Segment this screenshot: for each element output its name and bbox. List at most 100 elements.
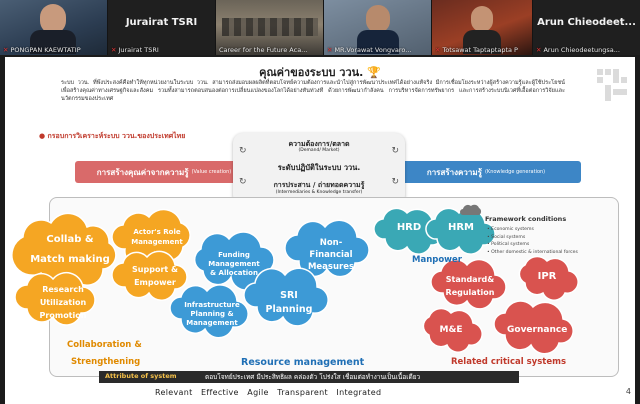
muted-mic-icon: ✕ [111, 46, 117, 54]
measures-label: Measures [307, 262, 355, 272]
manpower-label: Manpower [412, 255, 462, 265]
non-financial-cloud [284, 219, 370, 278]
resource-management-label: Resource management [241, 357, 365, 368]
financial-label: Financial [309, 250, 353, 260]
participant-tile[interactable]: Career for the Future Aca... [216, 0, 323, 55]
slide-title: คุณค่าของระบบ ววน. [259, 66, 364, 79]
framework-conditions: Framework conditions Economic systems So… [471, 215, 587, 256]
knowledge-generation-pill: การสร้างความรู้(Knowledge generation) [391, 161, 581, 183]
audience-image [222, 18, 318, 36]
actor-role-label: Actor's Role [133, 228, 181, 236]
muted-mic-icon: ✕ [327, 46, 333, 54]
participant-face [471, 6, 493, 32]
participant-tile[interactable]: Jurairat TSRI ✕Jurairat TSRI [108, 0, 215, 55]
research-utilization-cloud [14, 271, 96, 326]
system-values: Relevant Effective Agile Transparent Int… [155, 388, 382, 397]
ipr-cloud [518, 255, 579, 301]
empower-label: Empower [134, 278, 176, 287]
support-empower-cloud [111, 250, 188, 301]
list-item: Political systems [487, 241, 587, 249]
participant-tile[interactable]: ✕PONGPAN KAEWTATIP [0, 0, 107, 55]
participant-name: Jurairat TSRI [118, 46, 159, 54]
muted-mic-icon: ✕ [435, 46, 441, 54]
framework-title: Framework conditions [485, 215, 567, 223]
participant-face [366, 5, 390, 33]
infra-management-label: Management [186, 319, 238, 327]
trophy-icon: 🏆 [367, 66, 381, 79]
participant-tile[interactable]: ✕MR.Vorawat Vongvaro... [324, 0, 431, 55]
cloud-diagram [11, 204, 579, 355]
me-cloud [422, 307, 483, 353]
slide-intro-text: ระบบ ววน. ที่พึงประสงค์คือทำให้ทุกหน่วยง… [61, 80, 565, 102]
participant-name: Career for the Future Aca... [219, 46, 308, 54]
participant-tile-label: Jurairat TSRI [125, 17, 198, 28]
participant-tile-label: Arun Chieodeet... [537, 17, 636, 28]
cycle-icon: ↻ [391, 146, 399, 156]
strengthening-label: Strengthening [71, 357, 141, 367]
governance-cloud [493, 300, 574, 355]
participant-body [357, 30, 399, 54]
shared-slide: คุณค่าของระบบ ววน. 🏆 ระบบ ววน. ที่พึงประ… [5, 57, 635, 404]
non-label: Non- [319, 238, 343, 248]
support-label: Support & [132, 265, 178, 274]
standard-label: Standard& [445, 275, 495, 284]
research-label: Research [42, 285, 84, 294]
participant-body [463, 30, 501, 54]
standard-regulation-cloud [430, 258, 507, 310]
collaboration-label: Collaboration & [67, 340, 142, 350]
cloud-icon [460, 204, 482, 215]
value-creation-pill: การสร้างคุณค่าจากความรู้(Value creation) [75, 161, 253, 183]
cycle-icon: ↻ [391, 177, 399, 187]
participant-tile[interactable]: ✕Totsawat Taptaptapta P [432, 0, 532, 55]
participant-tile[interactable]: Arun Chieodeet... ✕Arun Chieodeetungsa..… [533, 0, 640, 55]
actor-role-cloud [111, 208, 191, 267]
framework-subtitle: กรอบการวิเคราะห์ระบบ ววน.ของประเทศไทย [47, 132, 186, 140]
attribute-label: Attribute of system [105, 372, 177, 380]
page-number: 4 [625, 387, 631, 396]
match-making-label: Match making [30, 254, 110, 265]
governance-label: Governance [507, 325, 568, 335]
list-item: Social systems [487, 234, 587, 242]
collab-label: Collab & [46, 234, 94, 245]
related-systems-label: Related critical systems [451, 357, 567, 367]
me-label: M&E [439, 325, 463, 335]
management-label: Management [131, 238, 183, 246]
demand-market-en: (Demand/ Market) [298, 148, 340, 153]
center-box: ↻ ↻ ↻ ↻ ความต้องการ/ตลาด (Demand/ Market… [233, 133, 405, 205]
bullet-icon: ● [39, 132, 46, 140]
attribute-bar: Attribute of system ตอบโจทย์ประเทศ มีประ… [99, 371, 519, 383]
funding-label: Funding [218, 251, 250, 259]
intermediaries-en: (Intermediaries & Knowledge transfer) [275, 190, 363, 195]
participant-body [30, 30, 76, 54]
infrastructure-label: Infrastructure [184, 301, 240, 309]
participant-name: MR.Vorawat Vongvaro... [334, 46, 412, 54]
attribute-text: ตอบโจทย์ประเทศ มีประสิทธิผล คล่องตัว โปร… [205, 373, 421, 381]
muted-mic-icon: ✕ [536, 46, 542, 54]
practice-level-label: ระดับปฏิบัติในระบบ ววน. [277, 163, 361, 172]
planning-label: Planning [265, 304, 313, 315]
muted-mic-icon: ✕ [3, 46, 9, 54]
utilization-label: Utilization [39, 298, 87, 307]
list-item: Other domestic & international forces [487, 249, 587, 257]
infra-planning-label: Planning & [190, 310, 234, 318]
participant-name: PONGPAN KAEWTATIP [10, 46, 81, 54]
infrastructure-cloud [169, 284, 249, 339]
sri-planning-cloud [243, 267, 329, 327]
sri-label: SRI [280, 290, 298, 301]
funding-management-label: Management [208, 260, 260, 268]
ipr-label: IPR [537, 271, 557, 282]
intermediaries-label: การประสาน / ถ่ายทอดความรู้ [273, 181, 365, 189]
hrm-label: HRM [447, 222, 475, 233]
list-item: Economic systems [487, 226, 587, 234]
demand-market-label: ความต้องการ/ตลาด [288, 140, 350, 148]
allocation-label: & Allocation [210, 269, 258, 277]
participant-name: Arun Chieodeetungsa... [543, 46, 620, 54]
promotion-label: Promotion [39, 311, 87, 320]
cycle-icon: ↻ [239, 146, 247, 156]
participant-name: Totsawat Taptaptapta P [442, 46, 518, 54]
hrd-label: HRD [396, 222, 422, 233]
cycle-icon: ↻ [239, 177, 247, 187]
participant-strip: ✕PONGPAN KAEWTATIP Jurairat TSRI ✕Jurair… [0, 0, 640, 55]
regulation-label: Regulation [445, 288, 495, 297]
